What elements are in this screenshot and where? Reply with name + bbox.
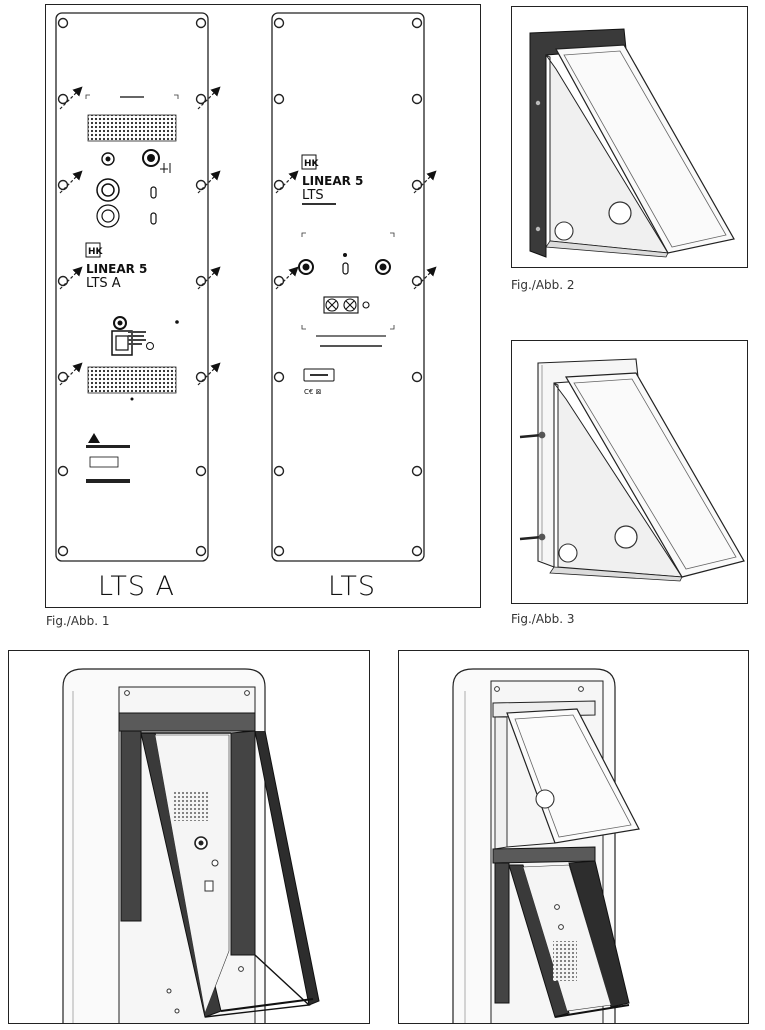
figure-1-caption: Fig./Abb. 1 [46,614,110,628]
brand-title-right: LINEAR 5 [302,174,363,188]
model-name-left: LTS A [86,276,121,291]
brand-logo-right: HK [304,159,320,169]
rear-panels-diagram: HK LINEAR 5 LTS A [55,12,437,562]
panel-lts-a: HK LINEAR 5 LTS A [55,12,221,562]
svg-text:C€ ⊠: C€ ⊠ [304,388,321,396]
figure-3-caption: Fig./Abb. 3 [511,612,575,626]
panel-lts: HK LINEAR 5 LTS [271,12,437,562]
bracket-with-bolts-diagram [519,358,745,582]
figure-4-frame [8,650,370,1024]
panel-label-lts-a: LTS A [98,571,176,602]
panel-label-lts: LTS [328,571,376,602]
brand-title-left: LINEAR 5 [86,262,147,276]
speaker-two-brackets-diagram [452,668,640,1023]
bracket-angle-diagram [529,28,735,258]
model-name-right: LTS [302,188,324,203]
brand-logo-left: HK [88,247,104,257]
figure-2-frame [511,6,748,268]
speaker-with-bracket-diagram [62,668,320,1023]
figure-5-frame [398,650,749,1024]
figure-1-frame: HK LINEAR 5 LTS A [45,4,481,608]
figure-2-caption: Fig./Abb. 2 [511,278,575,292]
figure-3-frame [511,340,748,604]
